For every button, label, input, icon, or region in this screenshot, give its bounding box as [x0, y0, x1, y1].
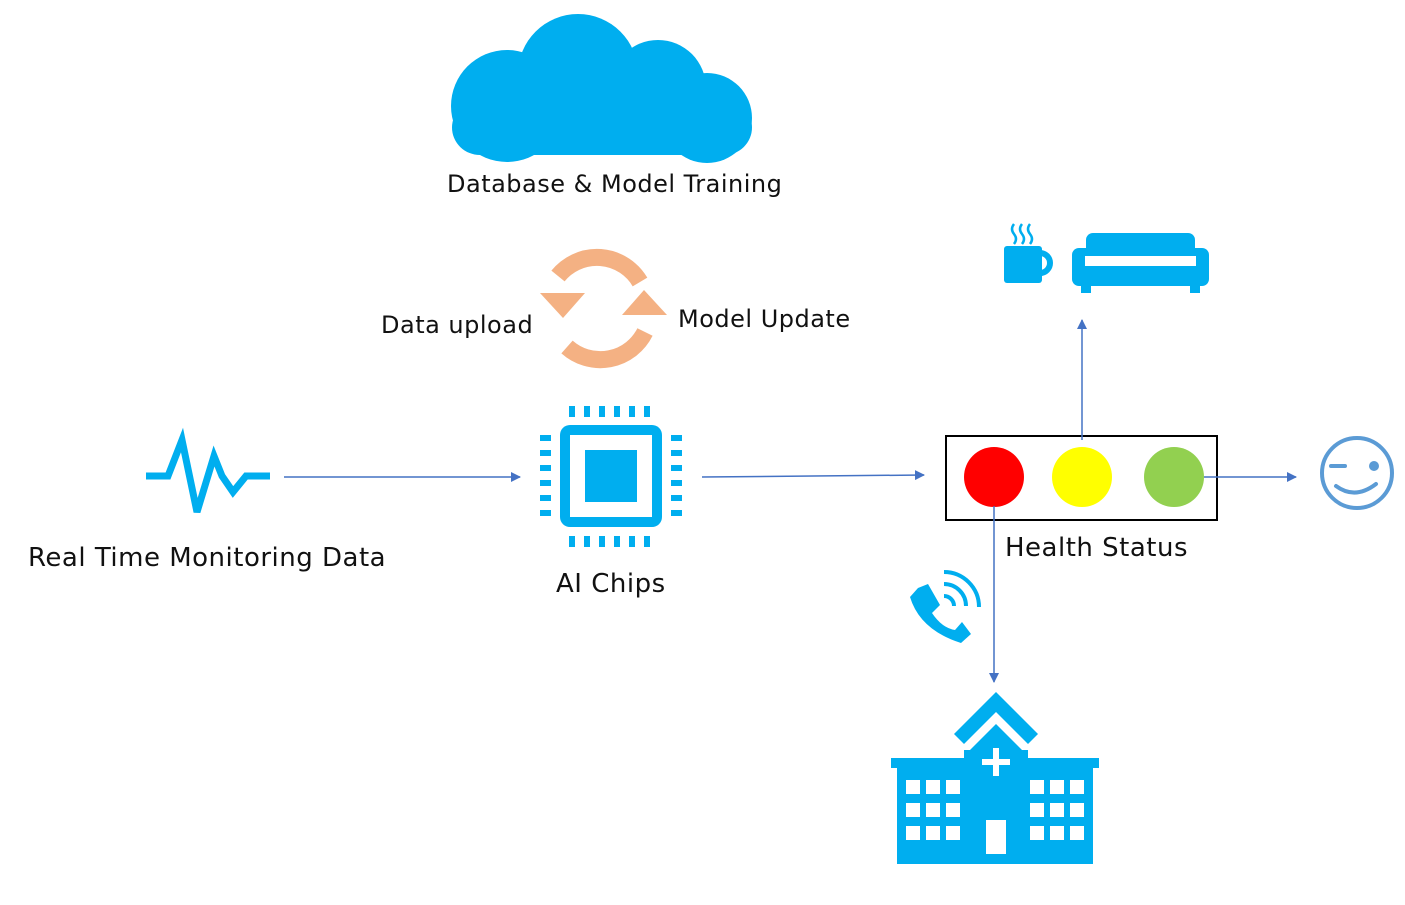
- chips-label: AI Chips: [556, 569, 666, 599]
- smiley-icon: [1320, 436, 1394, 510]
- sync-icon: [551, 248, 653, 369]
- model-update-label: Model Update: [678, 305, 851, 333]
- phone-icon: [910, 570, 981, 643]
- chip-icon: [540, 406, 682, 547]
- arrow-chips-to-status: [701, 470, 925, 481]
- hospital-icon: [891, 692, 1099, 864]
- data-upload-label: Data upload: [381, 311, 534, 339]
- coffee-icon: [1004, 223, 1053, 283]
- status-light-red: [964, 447, 1024, 507]
- status-light-yellow: [1052, 447, 1112, 507]
- cloud-icon: [451, 14, 752, 163]
- status-light-green: [1144, 447, 1204, 507]
- sofa-icon: [1072, 233, 1209, 293]
- cloud-label: Database & Model Training: [447, 170, 783, 198]
- health-status-label: Health Status: [1005, 533, 1188, 563]
- sync-arrowhead-bottom: [622, 290, 667, 315]
- monitoring-label: Real Time Monitoring Data: [28, 543, 387, 573]
- pulse-icon: [146, 427, 270, 514]
- sync-arrowhead-top: [540, 293, 585, 318]
